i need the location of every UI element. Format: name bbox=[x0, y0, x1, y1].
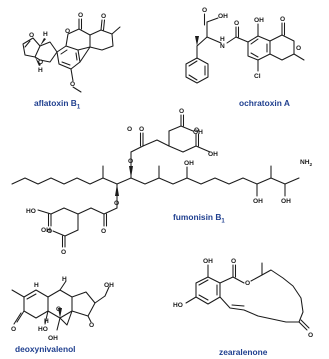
atom-label: N bbox=[220, 43, 225, 50]
atom-label: O bbox=[70, 81, 75, 88]
atom-label: OH bbox=[281, 198, 291, 205]
atom-label: HO bbox=[173, 302, 183, 309]
atom-label: O bbox=[308, 332, 313, 339]
fumonisin-b1-structure bbox=[11, 114, 300, 248]
atom-label: H bbox=[43, 31, 48, 38]
atom-label: O bbox=[56, 306, 61, 313]
atom-label: O bbox=[231, 258, 236, 265]
atom-label: O bbox=[202, 7, 207, 14]
ochratoxin-a-label: ochratoxin A bbox=[239, 98, 290, 108]
atom-label: HO bbox=[38, 326, 48, 333]
atom-label: O bbox=[280, 16, 285, 23]
atom-label: O bbox=[78, 12, 83, 19]
atom-label: H bbox=[62, 276, 67, 283]
atom-label: Cl bbox=[254, 73, 261, 80]
deoxynivalenol-label: deoxynivalenol bbox=[15, 344, 76, 354]
atom-label: O bbox=[234, 20, 239, 27]
atom-label: O bbox=[128, 158, 133, 165]
atom-label: OH bbox=[208, 151, 218, 158]
atom-label: OH bbox=[203, 258, 213, 265]
atom-label: OH bbox=[218, 13, 228, 20]
atom-label: OH bbox=[193, 129, 203, 136]
atom-label: O bbox=[61, 249, 66, 256]
atom-label: H bbox=[44, 318, 49, 325]
atom-label: OH bbox=[41, 227, 51, 234]
atom-label: H bbox=[220, 36, 225, 43]
atom-label: O bbox=[127, 126, 132, 133]
atom-label: H bbox=[38, 67, 43, 74]
atom-label: OH bbox=[254, 17, 264, 24]
atom-label: O bbox=[139, 126, 144, 133]
atom-label: H bbox=[34, 282, 39, 289]
atom-label: O bbox=[194, 127, 199, 134]
atom-label: O bbox=[114, 200, 119, 207]
zearalenone-label: zearalenone bbox=[219, 347, 268, 357]
atom-label: O bbox=[11, 326, 16, 333]
ochratoxin-a-structure bbox=[185, 13, 305, 84]
atom-label: O bbox=[65, 28, 70, 35]
zearalenone-structure bbox=[185, 262, 310, 331]
atom-label: OH bbox=[184, 160, 194, 167]
fumonisin-b1-label: fumonisin B1 bbox=[173, 212, 225, 225]
atom-label: O bbox=[179, 108, 184, 115]
aflatoxin-b1-structure bbox=[22, 18, 121, 93]
atom-label: OH bbox=[104, 282, 114, 289]
atom-label: O bbox=[101, 228, 106, 235]
atom-label: O bbox=[101, 13, 106, 20]
deoxynivalenol-structure bbox=[11, 280, 110, 331]
atom-label: O bbox=[38, 59, 43, 66]
atom-label: O bbox=[47, 228, 52, 235]
atom-label: HO bbox=[26, 208, 36, 215]
atom-label: O bbox=[89, 322, 94, 329]
atom-label: NH2 bbox=[300, 159, 313, 168]
atom-label: OH bbox=[48, 335, 58, 342]
atom-label: O bbox=[245, 280, 250, 287]
atom-label: O bbox=[29, 32, 34, 39]
aflatoxin-b1-label: aflatoxin B1 bbox=[34, 98, 81, 111]
atom-label: OH bbox=[253, 198, 263, 205]
atom-label: O bbox=[296, 45, 301, 52]
